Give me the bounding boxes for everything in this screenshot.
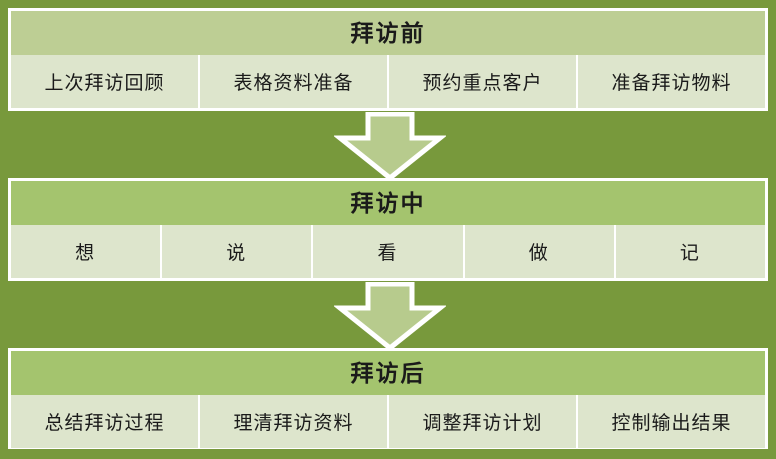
stage-header-post-visit: 拜访后 (11, 351, 765, 395)
stage-items-during-visit: 想 说 看 做 记 (11, 225, 766, 278)
process-stage-post-visit: 拜访后 总结拜访过程 理清拜访资料 调整拜访计划 控制输出结果 (8, 348, 768, 451)
stage-item[interactable]: 理清拜访资料 (200, 395, 389, 448)
stage-item[interactable]: 看 (313, 225, 465, 278)
process-stage-during-visit: 拜访中 想 说 看 做 记 (8, 178, 768, 281)
process-stage-pre-visit: 拜访前 上次拜访回顾 表格资料准备 预约重点客户 准备拜访物料 (8, 8, 768, 111)
stage-item[interactable]: 控制输出结果 (578, 395, 765, 448)
stage-title: 拜访后 (350, 360, 426, 386)
down-arrow-icon (334, 112, 446, 180)
stage-item[interactable]: 说 (162, 225, 314, 278)
stage-item[interactable]: 做 (464, 225, 616, 278)
stage-title: 拜访前 (350, 20, 426, 46)
stage-items-post-visit: 总结拜访过程 理清拜访资料 调整拜访计划 控制输出结果 (11, 395, 765, 448)
stage-title: 拜访中 (350, 190, 426, 216)
stage-header-during-visit: 拜访中 (11, 181, 765, 225)
stage-item[interactable]: 总结拜访过程 (11, 395, 200, 448)
stage-header-pre-visit: 拜访前 (11, 11, 765, 55)
stage-item[interactable]: 表格资料准备 (200, 55, 389, 108)
stage-item[interactable]: 准备拜访物料 (578, 55, 765, 108)
stage-item[interactable]: 预约重点客户 (389, 55, 578, 108)
stage-item[interactable]: 上次拜访回顾 (11, 55, 200, 108)
down-arrow-icon (334, 282, 446, 350)
stage-item[interactable]: 调整拜访计划 (389, 395, 578, 448)
stage-item[interactable]: 记 (615, 225, 766, 278)
stage-items-pre-visit: 上次拜访回顾 表格资料准备 预约重点客户 准备拜访物料 (11, 55, 765, 108)
stage-item[interactable]: 想 (11, 225, 163, 278)
bottom-edge-strip (0, 449, 776, 459)
